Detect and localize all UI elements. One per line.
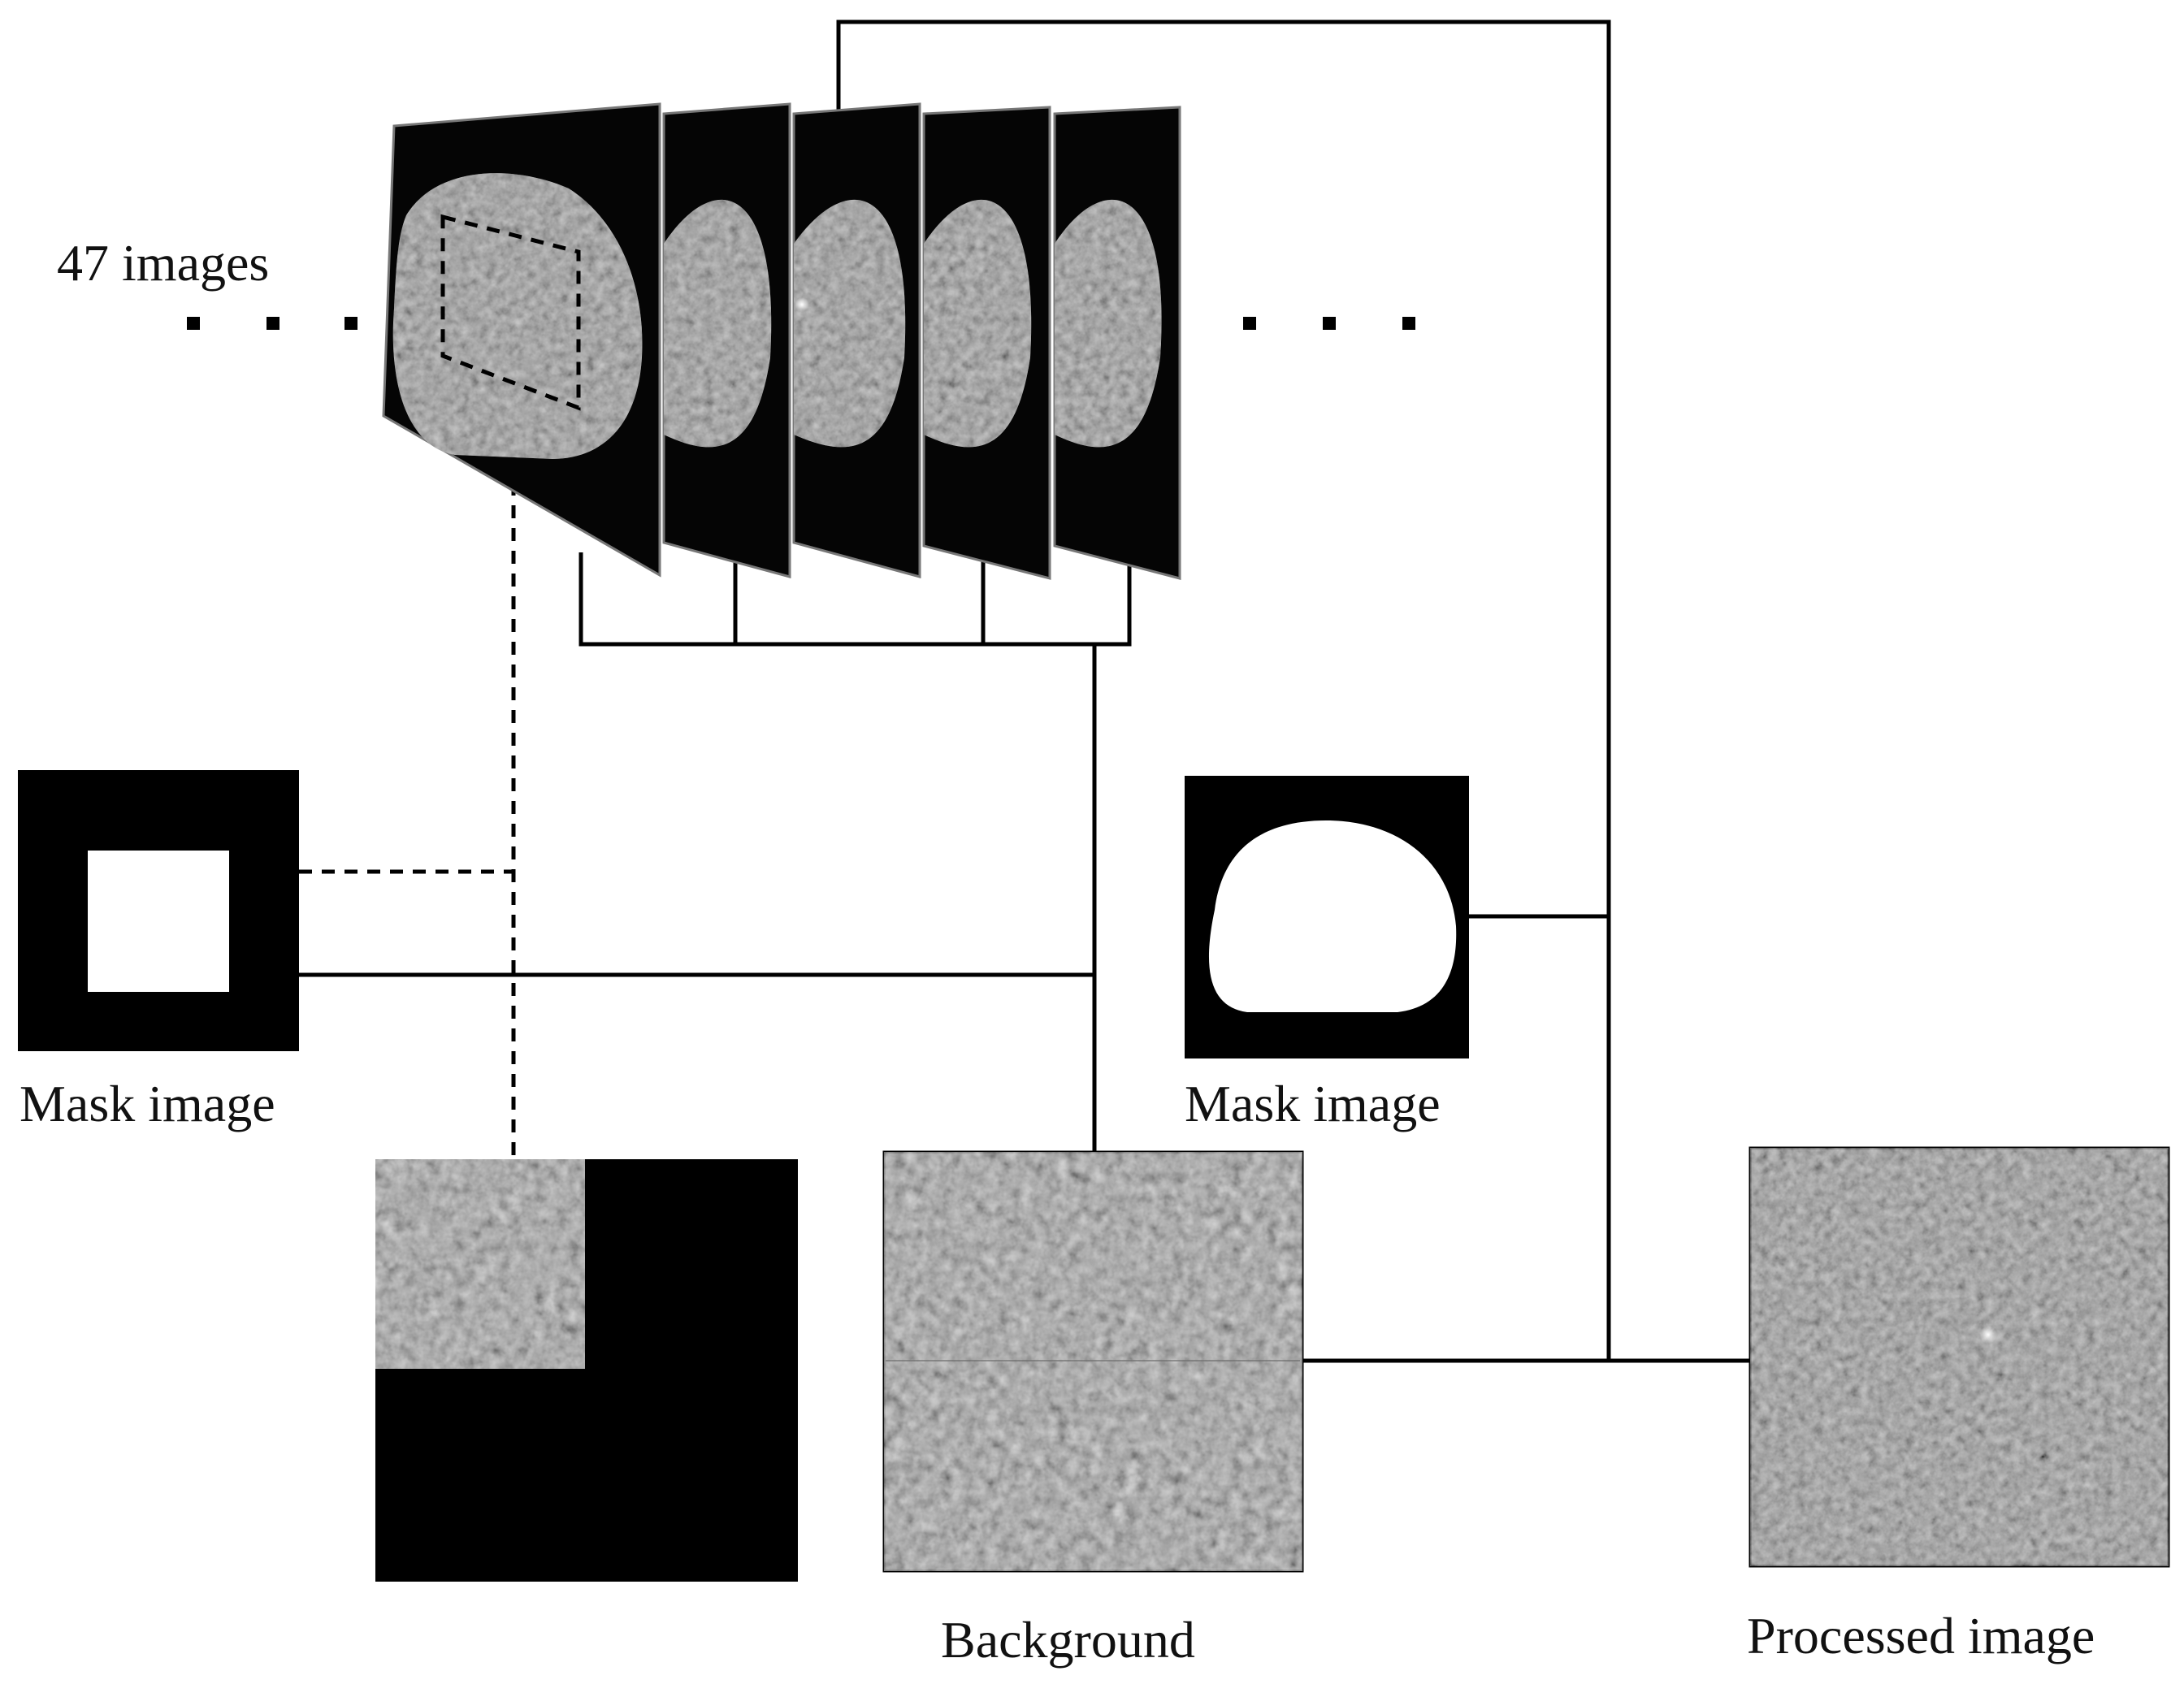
processed-image <box>1748 1146 2170 1568</box>
connector-top-loop <box>836 19 1611 1361</box>
mask-image-right-label: Mask image <box>1185 1075 1441 1132</box>
roi-dashed-box <box>440 214 581 411</box>
background-image <box>882 1150 1304 1573</box>
ellipsis-left-icon <box>187 317 358 330</box>
image-slice-2 <box>662 102 791 578</box>
mask-image-breast <box>1185 776 1469 1058</box>
image-slice-4 <box>922 106 1051 580</box>
background-label: Background <box>941 1611 1195 1669</box>
masked-crop-image <box>375 1159 798 1582</box>
processed-image-label: Processed image <box>1747 1607 2095 1665</box>
ellipsis-right-icon <box>1243 317 1415 330</box>
image-slice-5 <box>1053 106 1181 580</box>
mask-image-left-label: Mask image <box>20 1075 275 1132</box>
image-slice-3 <box>792 102 921 578</box>
connector-slice-bracket <box>578 552 1132 647</box>
mask-image-square <box>18 770 299 1051</box>
image-slice-1 <box>382 102 661 578</box>
lesion-spot-processed <box>1979 1326 1997 1344</box>
image-count-label: 47 images <box>57 234 269 292</box>
lesion-spot <box>795 297 809 312</box>
